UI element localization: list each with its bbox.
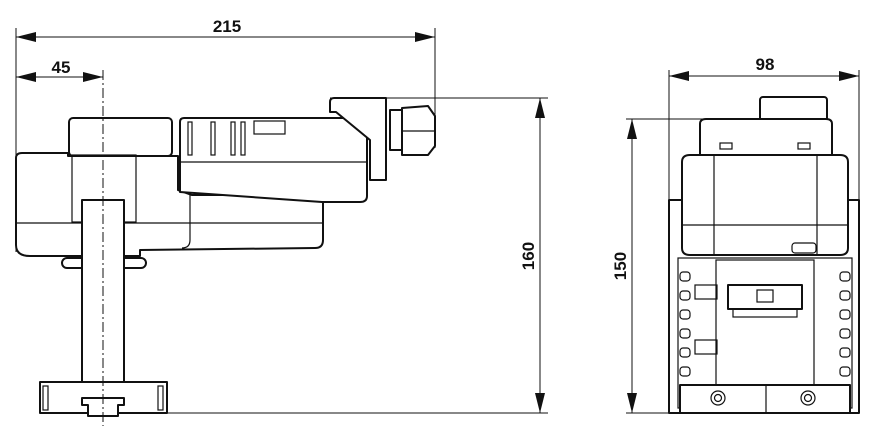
cable-gland — [389, 105, 436, 156]
dimension-215: 215 — [16, 17, 435, 42]
valve-shaft — [81, 199, 125, 406]
dimension-label-150: 150 — [611, 252, 630, 280]
actuator-side-body — [15, 97, 436, 417]
base-plate — [679, 384, 851, 414]
actuator-front-body — [668, 96, 860, 414]
dimension-label-215: 215 — [213, 17, 241, 36]
side-view: 215 45 160 — [15, 17, 548, 426]
dimension-45: 45 — [16, 58, 103, 82]
dimension-label-98: 98 — [756, 55, 775, 74]
dimension-label-45: 45 — [52, 58, 71, 77]
cable-bracket — [329, 97, 387, 181]
dimension-160: 160 — [519, 98, 545, 413]
dimension-150: 150 — [611, 119, 637, 413]
left-slot-column — [679, 271, 691, 377]
front-view: 98 150 — [611, 55, 860, 414]
dimension-label-160: 160 — [519, 242, 538, 270]
dimension-98: 98 — [669, 55, 859, 81]
coupling-clamp — [727, 284, 803, 318]
vent-slots — [187, 120, 286, 156]
right-slot-column — [839, 271, 851, 377]
